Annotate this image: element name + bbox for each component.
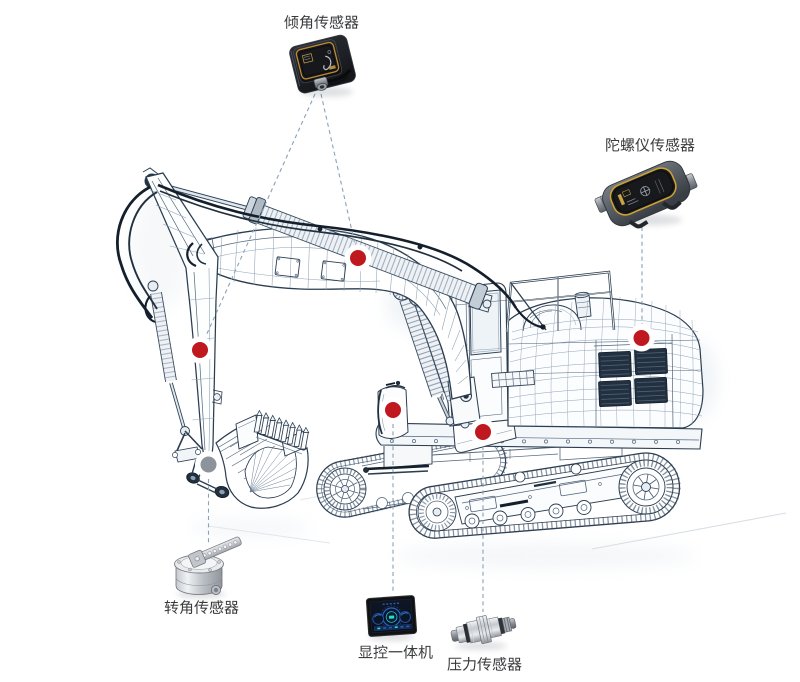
label-gyro-sensor: 陀螺仪传感器 — [605, 137, 695, 154]
label-pressure-sensor: 压力传感器 — [447, 657, 522, 674]
roll-cage — [505, 270, 616, 333]
undercarriage-frame — [363, 442, 623, 475]
leader-line-1 — [204, 93, 316, 338]
hydraulic-hoses — [116, 183, 546, 330]
marker-0 — [344, 244, 372, 272]
marker-dot-5 — [200, 456, 217, 473]
marker-4 — [469, 418, 497, 446]
label-rotation-sensor: 转角传感器 — [164, 600, 239, 617]
bucket — [186, 409, 310, 509]
label-gyro-sensor-text: 陀螺仪传感器 — [605, 137, 695, 154]
sensor-markers — [186, 244, 655, 478]
marker-2 — [628, 324, 655, 352]
leader-line-0 — [320, 93, 356, 245]
device-tilt-sensor — [289, 34, 356, 94]
device-display-unit — [365, 595, 418, 637]
device-illustrations — [174, 34, 698, 650]
excavator-drawing — [116, 167, 787, 568]
engine-housing — [491, 291, 704, 429]
marker-dot-1 — [192, 342, 208, 358]
marker-dot-2 — [633, 330, 650, 346]
label-display-unit: 显控一体机 — [358, 645, 433, 662]
marker-3 — [379, 396, 407, 424]
bucket-cylinder — [147, 280, 203, 463]
label-rotation-sensor-text: 转角传感器 — [164, 600, 239, 617]
label-tilt-sensor: 倾角传感器 — [284, 15, 359, 32]
marker-dot-3 — [385, 402, 401, 418]
near-track — [408, 452, 681, 539]
marker-5 — [195, 451, 222, 478]
label-pressure-sensor-text: 压力传感器 — [447, 657, 522, 674]
device-gyro-sensor — [594, 160, 698, 229]
label-tilt-sensor-text: 倾角传感器 — [284, 15, 359, 32]
label-display-unit-text: 显控一体机 — [358, 645, 433, 662]
marker-1 — [186, 336, 214, 364]
leader-lines — [204, 93, 643, 612]
device-pressure-sensor — [450, 615, 517, 644]
device-rotation-sensor — [174, 536, 242, 595]
marker-dot-0 — [350, 250, 366, 266]
marker-dot-4 — [475, 424, 491, 440]
far-track — [316, 434, 508, 518]
